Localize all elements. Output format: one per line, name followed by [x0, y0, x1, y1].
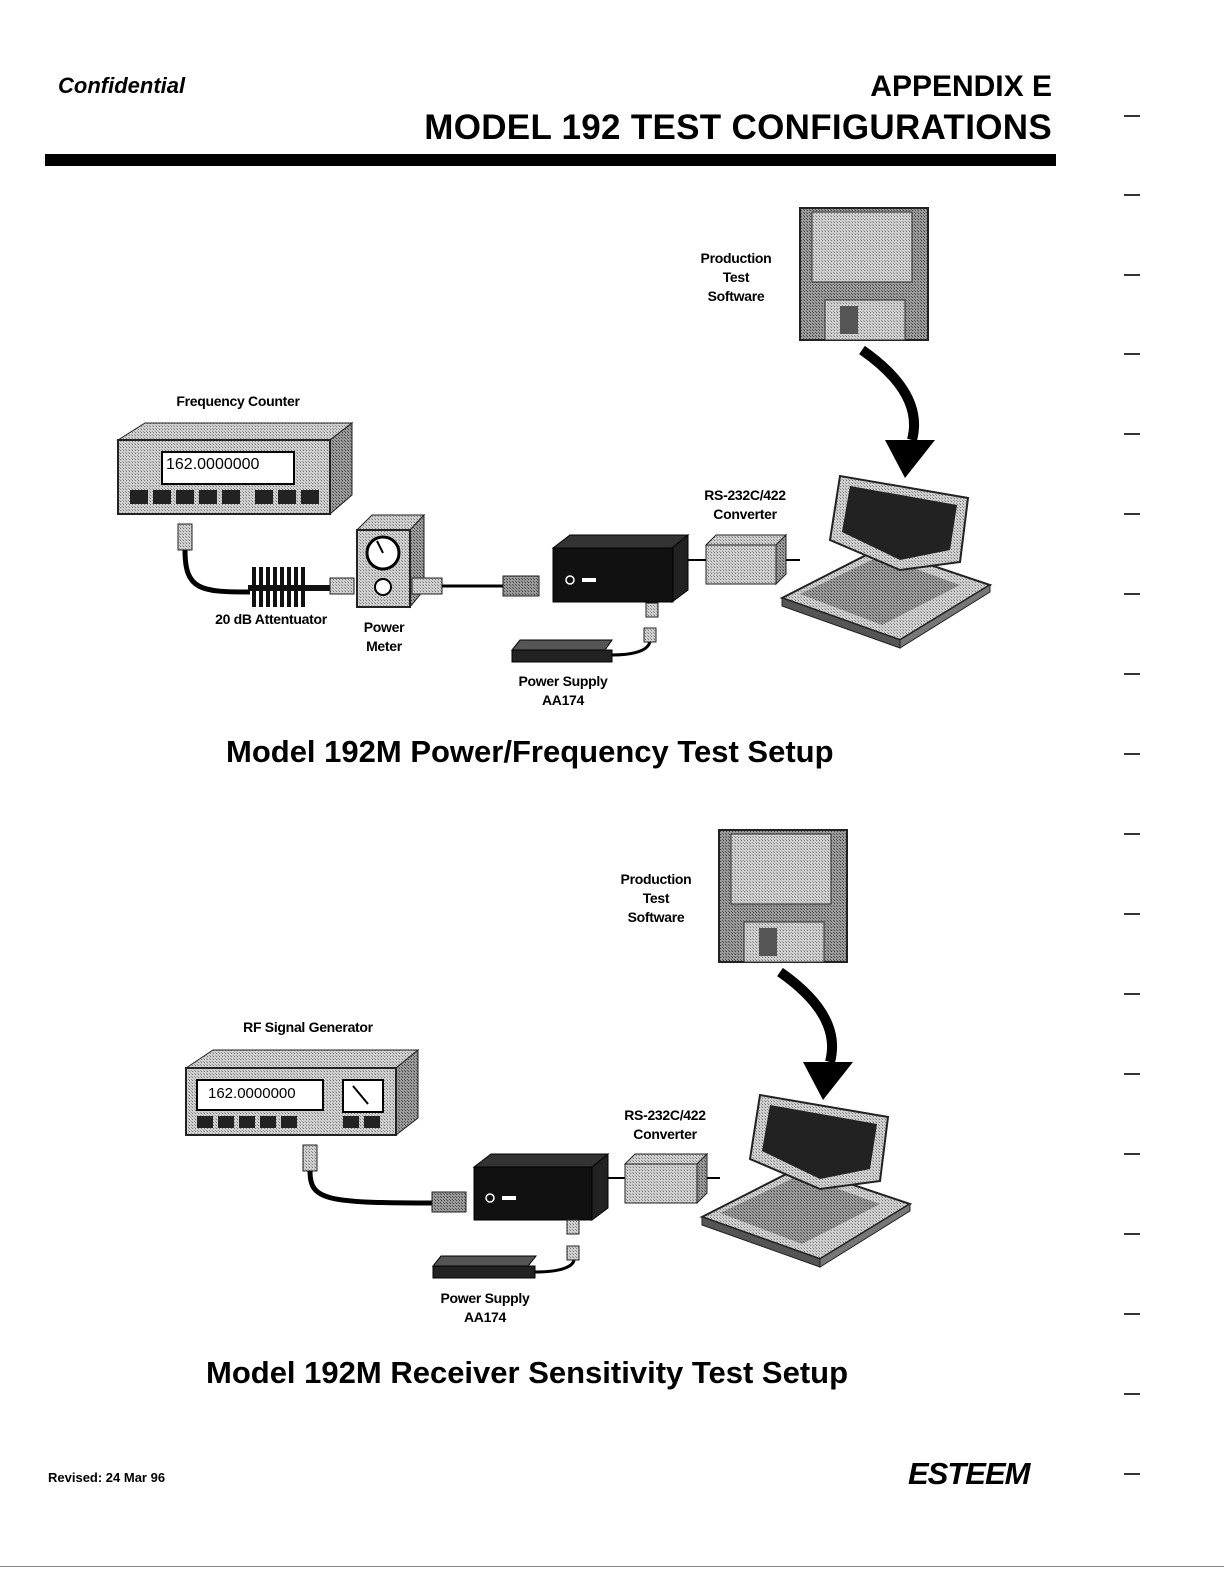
laptop-computer-device-2 — [699, 1093, 913, 1268]
margin-tick — [1124, 1313, 1140, 1315]
setup2-caption: Model 192M Receiver Sensitivity Test Set… — [206, 1355, 849, 1390]
confidential-label: Confidential — [58, 73, 186, 98]
margin-tick — [1124, 274, 1140, 276]
attenuator-label: 20 dB Attentuator — [215, 611, 327, 627]
revised-date: Revised: 24 Mar 96 — [48, 1470, 166, 1485]
document-title: MODEL 192 TEST CONFIGURATIONS — [424, 108, 1052, 147]
margin-tick — [1124, 993, 1140, 995]
margin-tick — [1124, 433, 1140, 435]
curved-arrow-icon — [859, 345, 920, 442]
header-rule — [45, 154, 1056, 166]
margin-tick — [1124, 753, 1140, 755]
margin-tick — [1124, 353, 1140, 355]
radio-modem-device-2 — [472, 1152, 610, 1221]
radio-modem-device — [551, 533, 690, 603]
counter-display-value: 162.0000000 — [166, 456, 260, 473]
appendix-heading: APPENDIX E — [870, 70, 1052, 103]
rf-signal-generator-device — [184, 1048, 420, 1137]
margin-tick — [1124, 1153, 1140, 1155]
margin-tick — [1124, 1233, 1140, 1235]
margin-tick — [1124, 115, 1140, 117]
converter-device — [704, 533, 788, 586]
frequency-counter-label: Frequency Counter — [176, 393, 300, 409]
margin-tick — [1124, 673, 1140, 675]
attenuator-device — [248, 567, 330, 607]
power-supply-device — [510, 639, 613, 663]
margin-tick — [1124, 593, 1140, 595]
margin-tick — [1124, 1073, 1140, 1075]
esteem-logo: ESTEEM — [908, 1456, 1030, 1491]
margin-tick — [1124, 194, 1140, 196]
power-supply-device-2 — [431, 1255, 538, 1279]
floppy-disk-icon-2 — [718, 829, 848, 963]
setup1-caption: Model 192M Power/Frequency Test Setup — [226, 734, 834, 769]
power-meter-device — [355, 513, 426, 609]
converter-device-2 — [623, 1152, 709, 1205]
margin-tick — [1124, 833, 1140, 835]
margin-tick — [1124, 1473, 1140, 1475]
curved-arrow-icon-2 — [777, 967, 838, 1064]
margin-tick — [1124, 913, 1140, 915]
margin-tick — [1124, 1393, 1140, 1395]
rf-signal-generator-label: RF Signal Generator — [243, 1019, 373, 1035]
margin-tick — [1124, 513, 1140, 515]
floppy-disk-icon — [799, 207, 929, 341]
page-bottom-edge — [0, 1566, 1224, 1567]
frequency-counter-device — [116, 421, 354, 516]
generator-display-value: 162.0000000 — [208, 1085, 296, 1102]
laptop-computer-device — [779, 474, 993, 649]
